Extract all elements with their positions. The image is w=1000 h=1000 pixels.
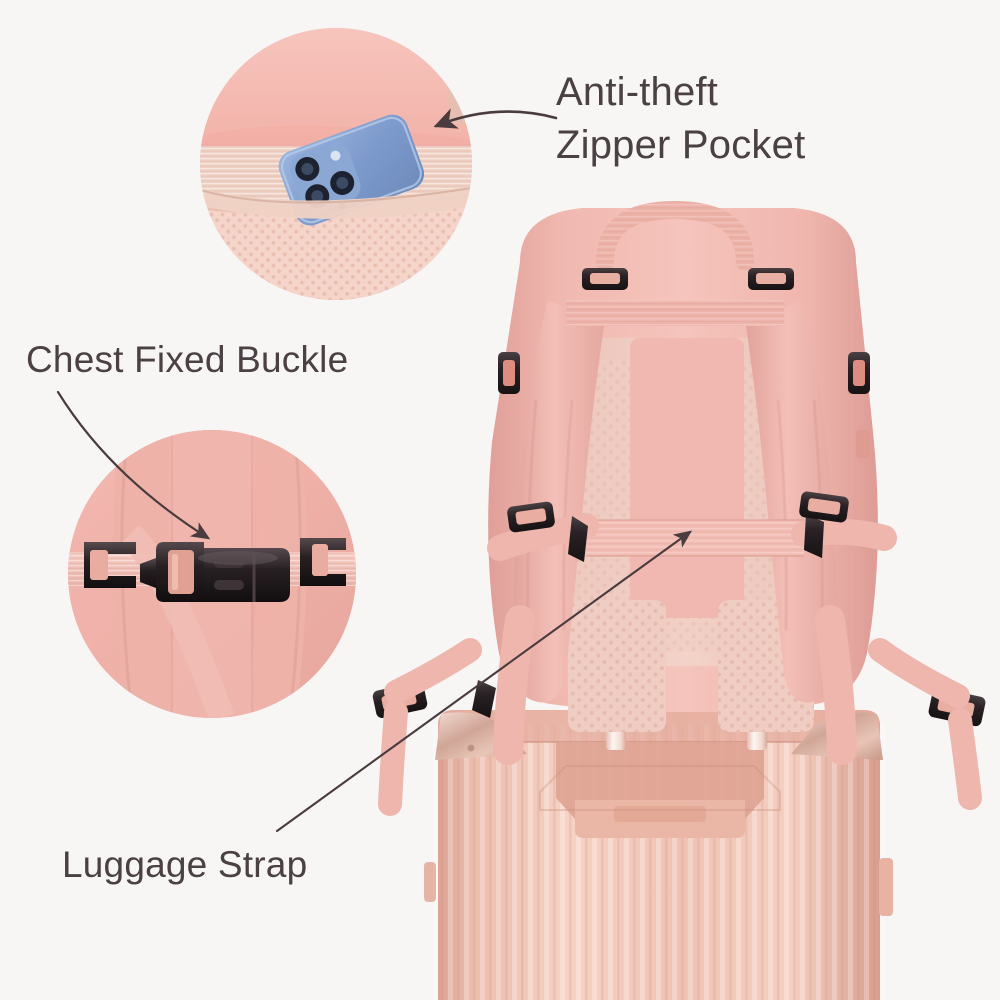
strap-adjuster-bottom-right (928, 687, 986, 727)
side-buckle-left (498, 352, 520, 394)
trolley-handle (592, 306, 782, 750)
strap-adjuster-mid-left (507, 501, 555, 533)
buckle-female (196, 548, 290, 602)
side-buckle-right (848, 352, 870, 394)
backpack (372, 200, 986, 816)
callout-label-anti-theft: Anti-theft Zipper Pocket (556, 70, 806, 167)
luggage-strap (487, 513, 897, 562)
inset-chest-buckle (68, 430, 356, 718)
strap-adjuster-mid-right (799, 491, 849, 523)
suitcase (424, 710, 893, 1000)
buckle-male (140, 542, 204, 602)
callout-label-luggage-strap: Luggage Strap (62, 844, 308, 885)
strap-adjuster-upper-left (582, 268, 628, 290)
callout-label-chest-buckle: Chest Fixed Buckle (26, 339, 349, 380)
strap-adjuster-bottom-left (372, 682, 428, 718)
inset-anti-theft-pocket (200, 28, 472, 300)
left-slider (84, 542, 136, 588)
strap-adjuster-upper-right (748, 268, 794, 290)
